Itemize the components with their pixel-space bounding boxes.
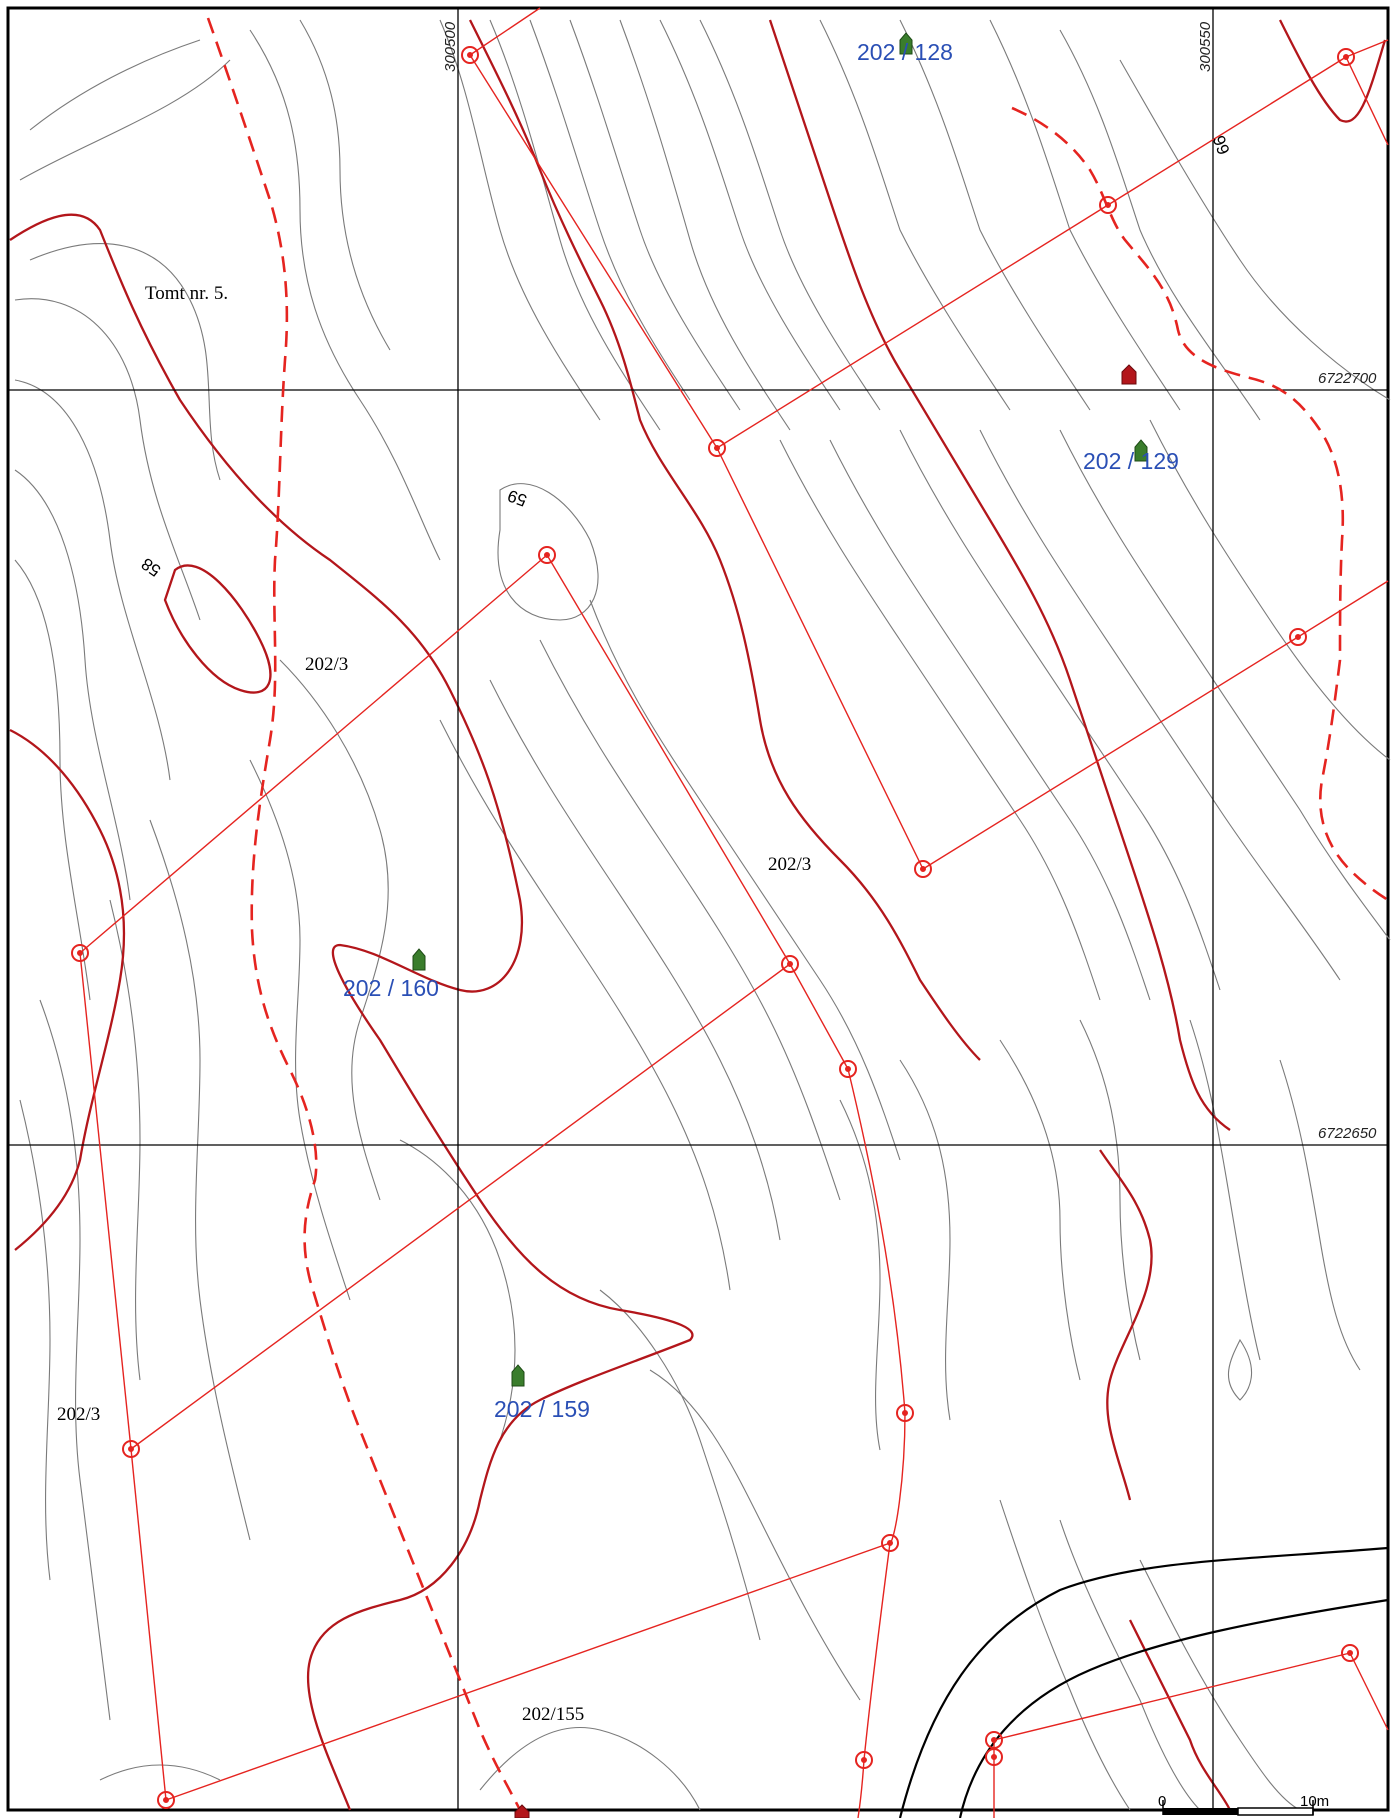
property-number-160: 202 / 160 [343, 975, 439, 1001]
boundary-point [839, 1060, 857, 1078]
boundary-lines [79, 7, 1389, 1818]
grid-northing-6722650: 6722650 [1318, 1125, 1377, 1142]
boundary-point [1337, 48, 1355, 66]
boundary-point [781, 955, 799, 973]
map-frame [6, 6, 1390, 1812]
green-house-marker [412, 948, 426, 971]
plot-label-parcel: 202/3 [305, 654, 348, 675]
boundary-point [914, 860, 932, 878]
property-number-159: 202 / 159 [494, 1396, 590, 1422]
grid-northing-6722700: 6722700 [1318, 370, 1377, 387]
boundary-markers [71, 46, 1359, 1809]
grid-easting-300500: 300500 [442, 21, 459, 72]
boundary-point [461, 46, 479, 64]
boundary-point [122, 1440, 140, 1458]
green-house-marker [511, 1364, 525, 1387]
boundary-point [1099, 196, 1117, 214]
scale-bar-start-label: 0 [1158, 1793, 1166, 1810]
boundary-point [855, 1751, 873, 1769]
red-house-marker [514, 1804, 530, 1818]
boundary-point [71, 944, 89, 962]
plot-label-parcel: 202/3 [768, 854, 811, 875]
road [898, 1546, 1389, 1818]
coordinate-grid [8, 8, 1388, 1810]
scale-bar-end-label: 10m [1300, 1793, 1329, 1810]
green-house-marker [1134, 439, 1148, 462]
boundary-point [881, 1534, 899, 1552]
plot-label-tomt: Tomt nr. 5. [145, 283, 228, 304]
property-number-128: 202 / 128 [857, 39, 953, 65]
boundary-point [708, 439, 726, 457]
boundary-point [985, 1748, 1003, 1766]
plot-label-parcel: 202/3 [57, 1404, 100, 1425]
dashed-boundaries [206, 17, 1389, 1811]
grid-easting-300550: 300550 [1197, 21, 1214, 72]
contour-label: 58 [138, 554, 164, 580]
property-number-129: 202 / 129 [1083, 448, 1179, 474]
plot-label-parcel: 202/155 [522, 1704, 584, 1725]
contour-label: 59 [505, 486, 529, 510]
scale-bar: 0 10m [1158, 1793, 1329, 1816]
major-contours [9, 19, 1387, 1811]
red-house-marker [1121, 364, 1137, 385]
boundary-point [896, 1404, 914, 1422]
boundary-point [1289, 628, 1307, 646]
green-house-marker [899, 32, 913, 55]
boundary-point [1341, 1644, 1359, 1662]
boundary-point [157, 1791, 175, 1809]
boundary-point [538, 546, 556, 564]
